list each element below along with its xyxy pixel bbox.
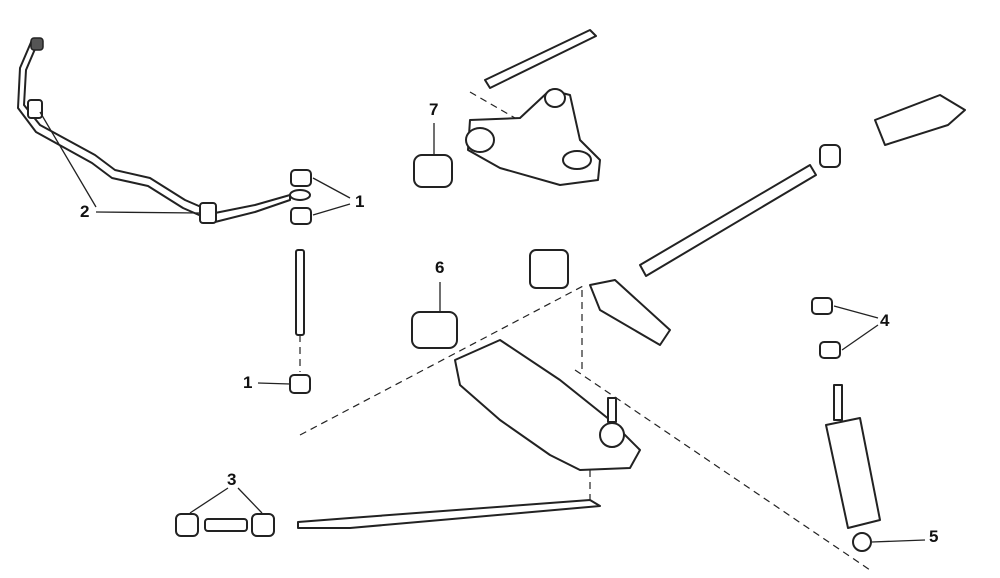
callout-7: 7 [429, 100, 439, 119]
stabilizer-link [289, 169, 312, 394]
lower-mount [529, 249, 569, 289]
strut-rod [297, 499, 601, 529]
leader-lines [39, 111, 926, 543]
callout-2: 2 [80, 202, 90, 221]
shock-absorber-part [811, 297, 881, 552]
stabilizer-bar [17, 37, 291, 224]
torsion-anchor-arm [589, 279, 671, 346]
strut-rod-bushings [175, 513, 275, 537]
callout-4: 4 [880, 311, 890, 330]
lower-arm-bushing [411, 311, 458, 349]
callout-3: 3 [227, 470, 237, 489]
upper-arm-bushing [413, 154, 453, 188]
callout-1-upper: 1 [355, 192, 365, 211]
lower-control-arm [454, 339, 641, 471]
upper-control-arm [465, 29, 601, 186]
callout-6: 6 [435, 258, 445, 277]
torsion-bar [639, 94, 966, 277]
callout-1-lower: 1 [243, 373, 253, 392]
callout-5: 5 [929, 527, 939, 546]
